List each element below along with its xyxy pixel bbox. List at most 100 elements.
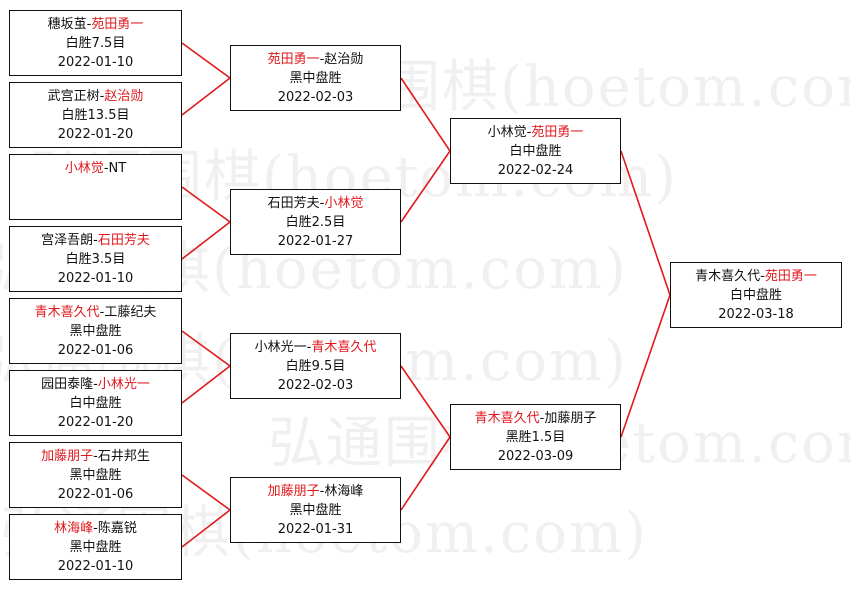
round1-match-box: 宫泽吾朗-石田芳夫白胜3.5目 2022-01-10	[9, 226, 182, 292]
match-players: 穗坂茧-苑田勇一	[48, 15, 144, 34]
match-result: 黑中盘胜	[289, 502, 342, 518]
round1-match-box: 武宫正树-赵治勋白胜13.5目 2022-01-20	[9, 82, 182, 148]
player-two: 加藤朋子	[544, 410, 597, 426]
bracket-connector-line	[400, 150, 451, 223]
player-one: 园田泰隆	[41, 376, 94, 392]
player-separator: -	[306, 339, 312, 355]
match-date: 2022-01-06	[57, 486, 134, 502]
match-date: 2022-01-27	[277, 233, 354, 249]
match-result: 白胜2.5目	[285, 214, 346, 230]
player-separator: -	[93, 376, 98, 392]
match-date: 2022-02-03	[277, 89, 354, 105]
player-two: 林海峰	[324, 483, 364, 499]
match-result: 黑胜1.5目	[505, 429, 566, 445]
match-date: 2022-01-20	[57, 414, 134, 430]
player-one: 青木喜久代	[695, 268, 761, 284]
player-one: 武宫正树	[47, 88, 100, 104]
round2-match-box: 小林光一-青木喜久代白胜9.5目 2022-02-03	[230, 333, 401, 399]
match-date: 2022-03-18	[718, 306, 794, 322]
player-separator: -	[103, 160, 109, 176]
player-two: 苑田勇一	[531, 124, 584, 140]
player-two: 赵治勋	[324, 51, 364, 67]
match-players: 苑田勇一-赵治勋	[268, 50, 364, 69]
bracket-connector-line	[181, 509, 231, 548]
player-two: 小林光一	[97, 376, 150, 392]
match-players: 加藤朋子-林海峰	[268, 482, 364, 501]
match-date: 2022-01-06	[57, 342, 134, 358]
player-one: 穗坂茧	[47, 16, 87, 32]
match-players: 武宫正树-赵治勋	[48, 87, 144, 106]
player-one: 宫泽吾朗	[41, 232, 94, 248]
player-two: 工藤纪夫	[104, 304, 157, 320]
bracket-connector-line	[400, 77, 451, 152]
bracket-connector-line	[181, 221, 231, 260]
match-date: 2022-01-20	[57, 126, 134, 142]
match-players: 园田泰隆-小林光一	[41, 375, 150, 394]
bracket-connector-line	[181, 474, 231, 511]
round1-match-box: 穗坂茧-苑田勇一白胜7.5目 2022-01-10	[9, 10, 182, 76]
match-players: 宫泽吾朗-石田芳夫	[41, 231, 150, 250]
player-one: 小林光一	[254, 339, 307, 355]
match-result: 白胜13.5目	[61, 107, 130, 123]
player-one: 小林觉	[64, 160, 104, 176]
player-separator: -	[319, 483, 325, 499]
match-date: 2022-01-10	[57, 54, 134, 70]
match-players: 青木喜久代-苑田勇一	[695, 267, 817, 286]
match-players: 小林觉-NT	[65, 159, 126, 178]
match-result: 白胜7.5目	[65, 35, 126, 51]
bracket-connector-line	[620, 150, 671, 296]
player-two: NT	[108, 160, 127, 176]
match-players: 加藤朋子-石井邦生	[41, 447, 150, 466]
match-result: 白中盘胜	[509, 143, 562, 159]
player-two: 苑田勇一	[91, 16, 144, 32]
player-one: 青木喜久代	[474, 410, 540, 426]
player-two: 小林觉	[324, 195, 364, 211]
bracket-connector-line	[181, 42, 231, 79]
player-two: 陈嘉锐	[97, 520, 137, 536]
player-one: 青木喜久代	[34, 304, 100, 320]
match-players: 青木喜久代-工藤纪夫	[35, 303, 157, 322]
player-two: 石田芳夫	[97, 232, 150, 248]
match-date: 2022-01-31	[277, 521, 354, 537]
bracket-connector-line	[181, 186, 231, 223]
player-separator: -	[319, 51, 325, 67]
player-two: 青木喜久代	[311, 339, 377, 355]
player-separator: -	[93, 448, 98, 464]
match-players: 青木喜久代-加藤朋子	[475, 409, 597, 428]
player-one: 石田芳夫	[267, 195, 320, 211]
match-date: 2022-01-10	[57, 270, 134, 286]
bracket-connector-line	[181, 365, 231, 404]
match-result: 黑中盘胜	[69, 323, 122, 339]
match-date: 2022-02-03	[277, 377, 354, 393]
player-one: 小林觉	[487, 124, 527, 140]
match-result: 白中盘胜	[69, 395, 122, 411]
player-two: 石井邦生	[97, 448, 150, 464]
player-separator: -	[526, 124, 532, 140]
player-separator: -	[539, 410, 545, 426]
player-separator: -	[99, 304, 105, 320]
player-one: 加藤朋子	[41, 448, 94, 464]
match-result: 白胜9.5目	[285, 358, 346, 374]
match-result: 白胜3.5目	[65, 251, 126, 267]
player-two: 赵治勋	[104, 88, 144, 104]
match-date: 2022-01-10	[57, 558, 134, 574]
player-separator: -	[760, 268, 765, 284]
bracket-connector-line	[181, 330, 231, 367]
player-one: 加藤朋子	[267, 483, 320, 499]
player-one: 苑田勇一	[267, 51, 320, 67]
match-players: 小林觉-苑田勇一	[488, 123, 584, 142]
match-players: 林海峰-陈嘉锐	[54, 519, 137, 538]
bracket-connector-line	[400, 365, 451, 438]
